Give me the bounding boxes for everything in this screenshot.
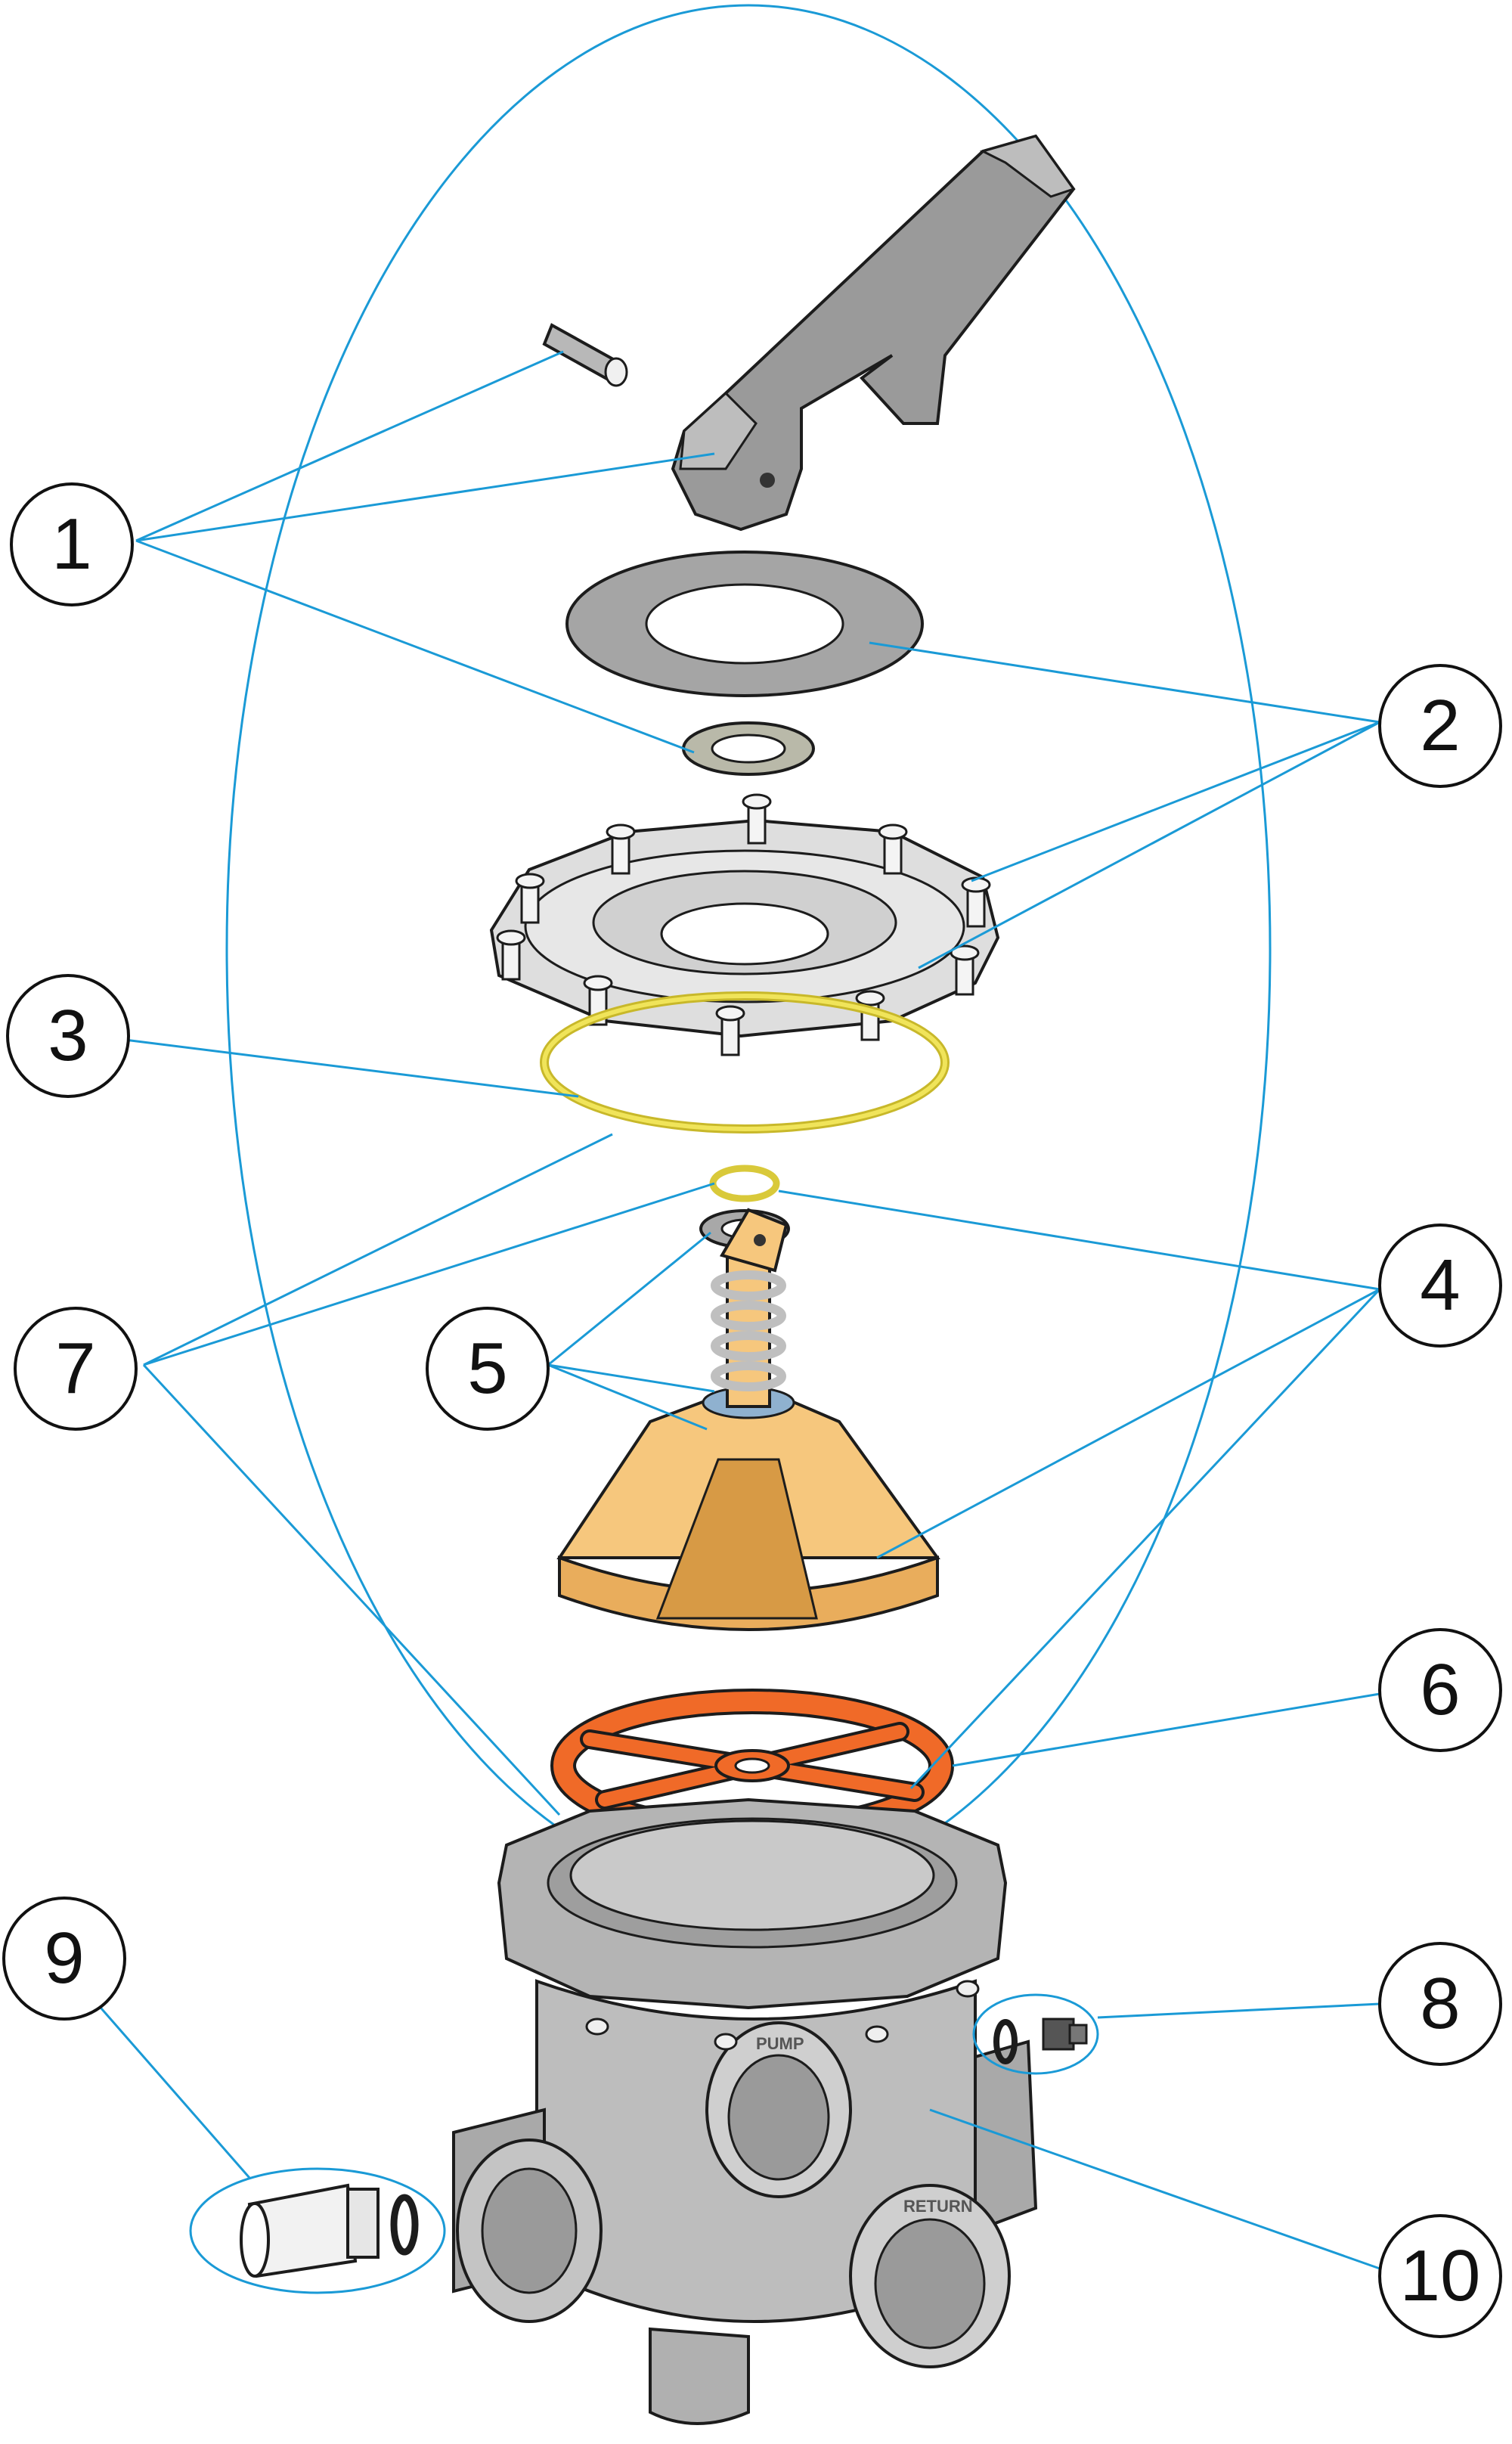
pump-port-label: PUMP	[756, 2034, 804, 2053]
side-plug-part	[189, 2167, 446, 2294]
drain-plug-part	[972, 1993, 1099, 2075]
callout-8: 8	[1378, 1942, 1502, 2066]
rotor-part	[556, 1208, 940, 1631]
callout-1: 1	[10, 482, 134, 606]
callout-5: 5	[426, 1307, 550, 1431]
callout-6: 6	[1378, 1628, 1502, 1752]
callout-2: 2	[1378, 664, 1502, 788]
small-oring-part	[709, 1165, 780, 1202]
callout-3: 3	[6, 974, 130, 1098]
large-gasket-part	[565, 551, 924, 697]
callout-3-label: 3	[48, 995, 88, 1076]
callout-8-label: 8	[1420, 1963, 1460, 2044]
callout-10-label: 10	[1400, 2235, 1481, 2316]
return-port-label: RETURN	[903, 2197, 973, 2216]
callout-4: 4	[1378, 1224, 1502, 1348]
callout-9-label: 9	[44, 1918, 84, 1999]
valve-lid-part	[489, 793, 1000, 1056]
handle-part	[671, 134, 1076, 532]
callout-10: 10	[1378, 2214, 1502, 2338]
handle-pin-part	[542, 323, 628, 387]
callout-4-label: 4	[1420, 1245, 1460, 1326]
small-washer-part	[682, 721, 815, 776]
callout-5-label: 5	[467, 1328, 507, 1409]
valve-body-part: PUMP RETURN	[452, 1797, 1038, 2425]
callout-7-label: 7	[55, 1328, 95, 1409]
callout-9: 9	[2, 1897, 126, 2021]
callout-7: 7	[14, 1307, 138, 1431]
callout-6-label: 6	[1420, 1649, 1460, 1730]
callout-1-label: 1	[51, 504, 91, 585]
callout-2-label: 2	[1420, 685, 1460, 766]
leader-lines	[89, 350, 1381, 2270]
